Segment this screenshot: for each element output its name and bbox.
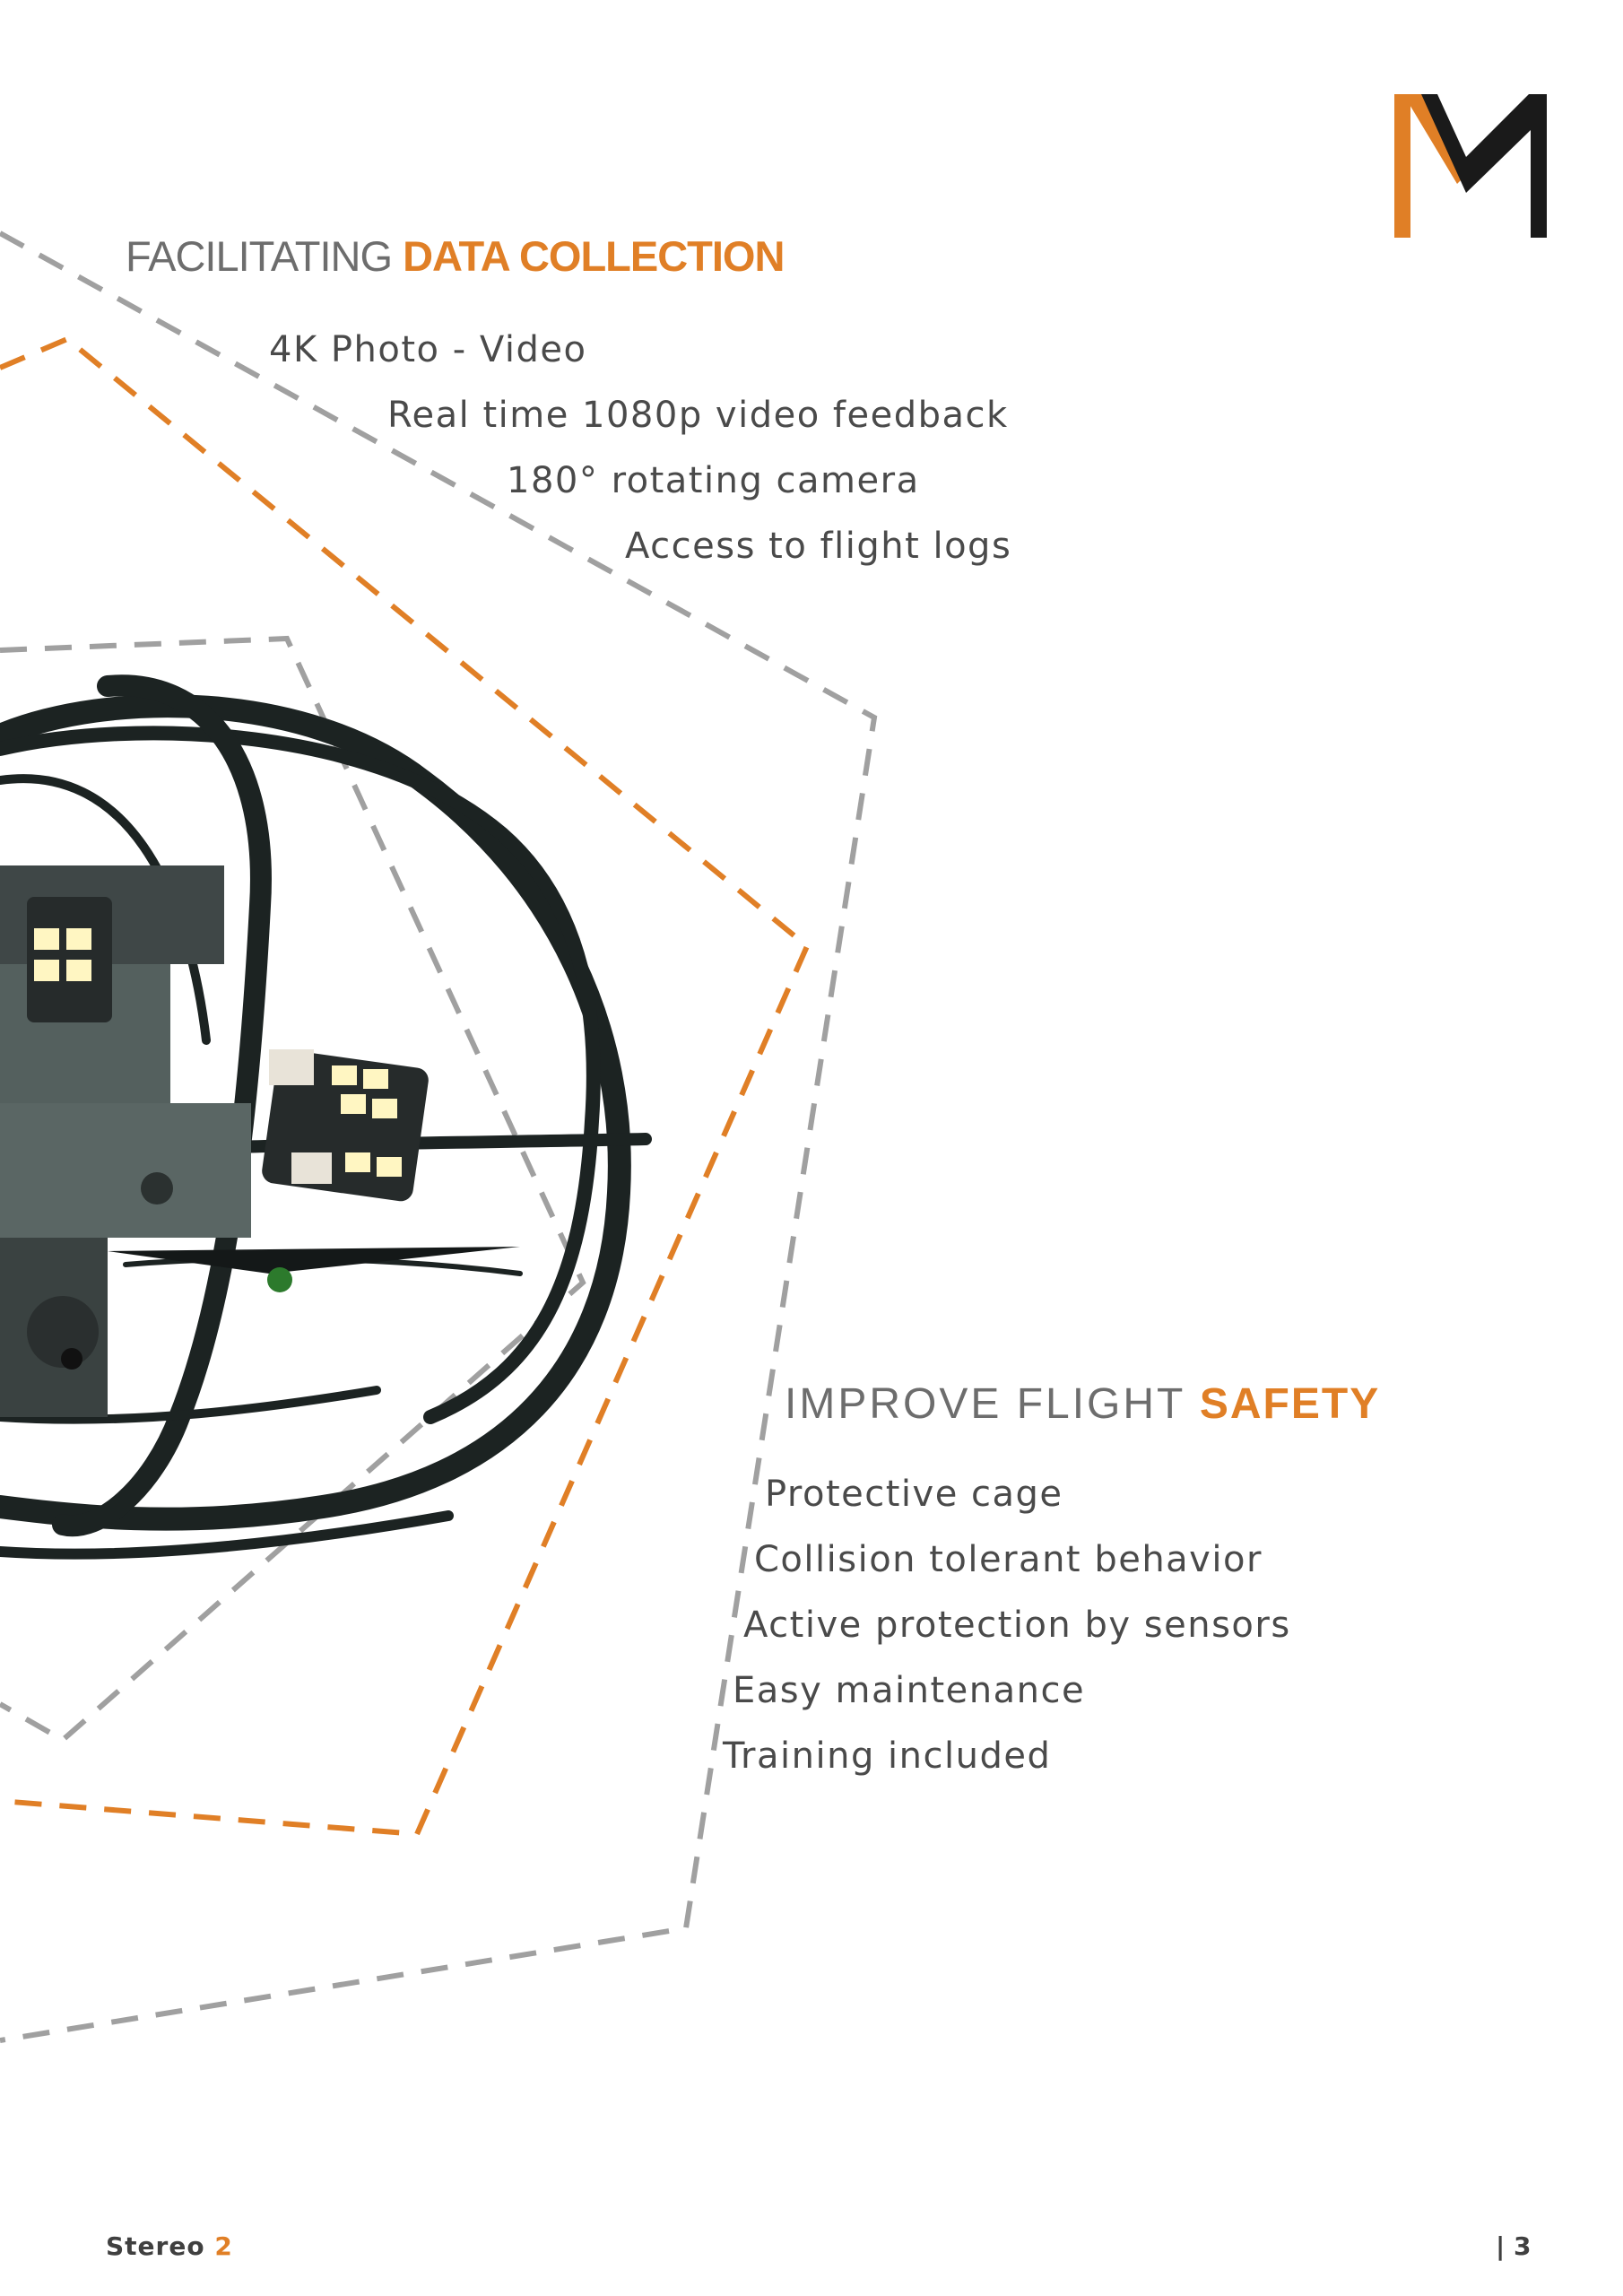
- heading-accent: SAFETY: [1199, 1380, 1381, 1428]
- heading-prefix: FACILITATING: [126, 232, 393, 280]
- feature-item: 4K Photo - Video: [269, 329, 587, 370]
- feature-item: Protective cage: [765, 1474, 1063, 1515]
- feature-item: Real time 1080p video feedback: [387, 395, 1009, 436]
- feature-item: Training included: [723, 1735, 1052, 1777]
- page-number: | 3: [1496, 2231, 1532, 2261]
- feature-item: Access to flight logs: [625, 526, 1012, 567]
- m-logo-icon: [1394, 94, 1547, 238]
- product-label: Stereo: [106, 2231, 205, 2261]
- drone-cage-image: [0, 674, 652, 1560]
- feature-item: 180° rotating camera: [507, 460, 920, 501]
- gray-inner-hexagon-line: [0, 635, 586, 1744]
- feature-item: Active protection by sensors: [743, 1605, 1291, 1646]
- heading-accent: DATA COLLECTION: [403, 232, 785, 280]
- heading-prefix: IMPROVE FLIGHT: [785, 1380, 1185, 1428]
- product-number: 2: [214, 2231, 233, 2261]
- feature-item: Collision tolerant behavior: [754, 1539, 1263, 1580]
- footer-product-name: Stereo 2: [106, 2231, 233, 2261]
- flight-safety-heading: IMPROVE FLIGHT SAFETY: [785, 1379, 1380, 1429]
- orange-hexagon-line: [0, 335, 811, 1838]
- gray-outer-hexagon-line: [0, 230, 878, 2043]
- data-collection-heading: FACILITATING DATA COLLECTION: [126, 231, 785, 281]
- feature-item: Easy maintenance: [733, 1670, 1086, 1711]
